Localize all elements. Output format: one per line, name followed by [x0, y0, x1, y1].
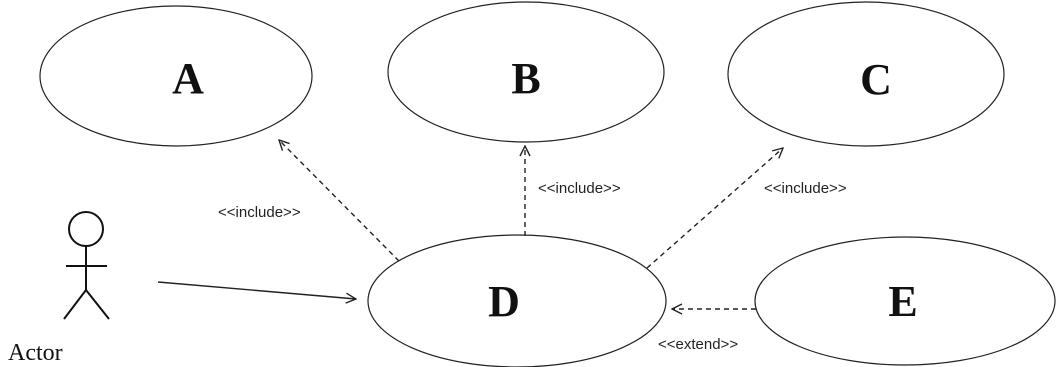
use-case-b[interactable]: B: [387, 1, 665, 143]
use-case-b-shape: [387, 1, 665, 143]
extend-label: <<extend>>: [658, 336, 738, 353]
use-case-b-label: B: [511, 54, 540, 103]
actor-left-leg: [63, 289, 87, 320]
use-case-c-label: C: [860, 55, 892, 104]
actor-head: [68, 211, 104, 247]
use-case-a-label: A: [172, 54, 204, 103]
use-case-c-shape: [727, 1, 1005, 147]
actor-label: Actor: [8, 340, 63, 366]
use-case-d[interactable]: D: [367, 234, 667, 367]
use-case-e[interactable]: E: [754, 236, 1056, 366]
include-arrow-d-to-a[interactable]: [279, 140, 400, 262]
use-case-c[interactable]: C: [727, 1, 1005, 147]
use-case-e-label: E: [888, 277, 917, 326]
actor-right-leg: [85, 289, 110, 320]
use-case-a-shape: [39, 5, 313, 147]
include-label-c: <<include>>: [764, 180, 847, 197]
include-label-a: <<include>>: [218, 204, 301, 221]
use-case-d-label: D: [488, 277, 520, 326]
include-label-b: <<include>>: [538, 180, 621, 197]
actor-figure[interactable]: [63, 211, 110, 320]
include-arrow-d-to-c[interactable]: [646, 148, 783, 269]
use-case-d-shape: [367, 234, 667, 367]
use-case-a[interactable]: A: [39, 5, 313, 147]
association-actor-to-d[interactable]: [157, 281, 356, 299]
use-case-e-shape: [754, 236, 1056, 366]
